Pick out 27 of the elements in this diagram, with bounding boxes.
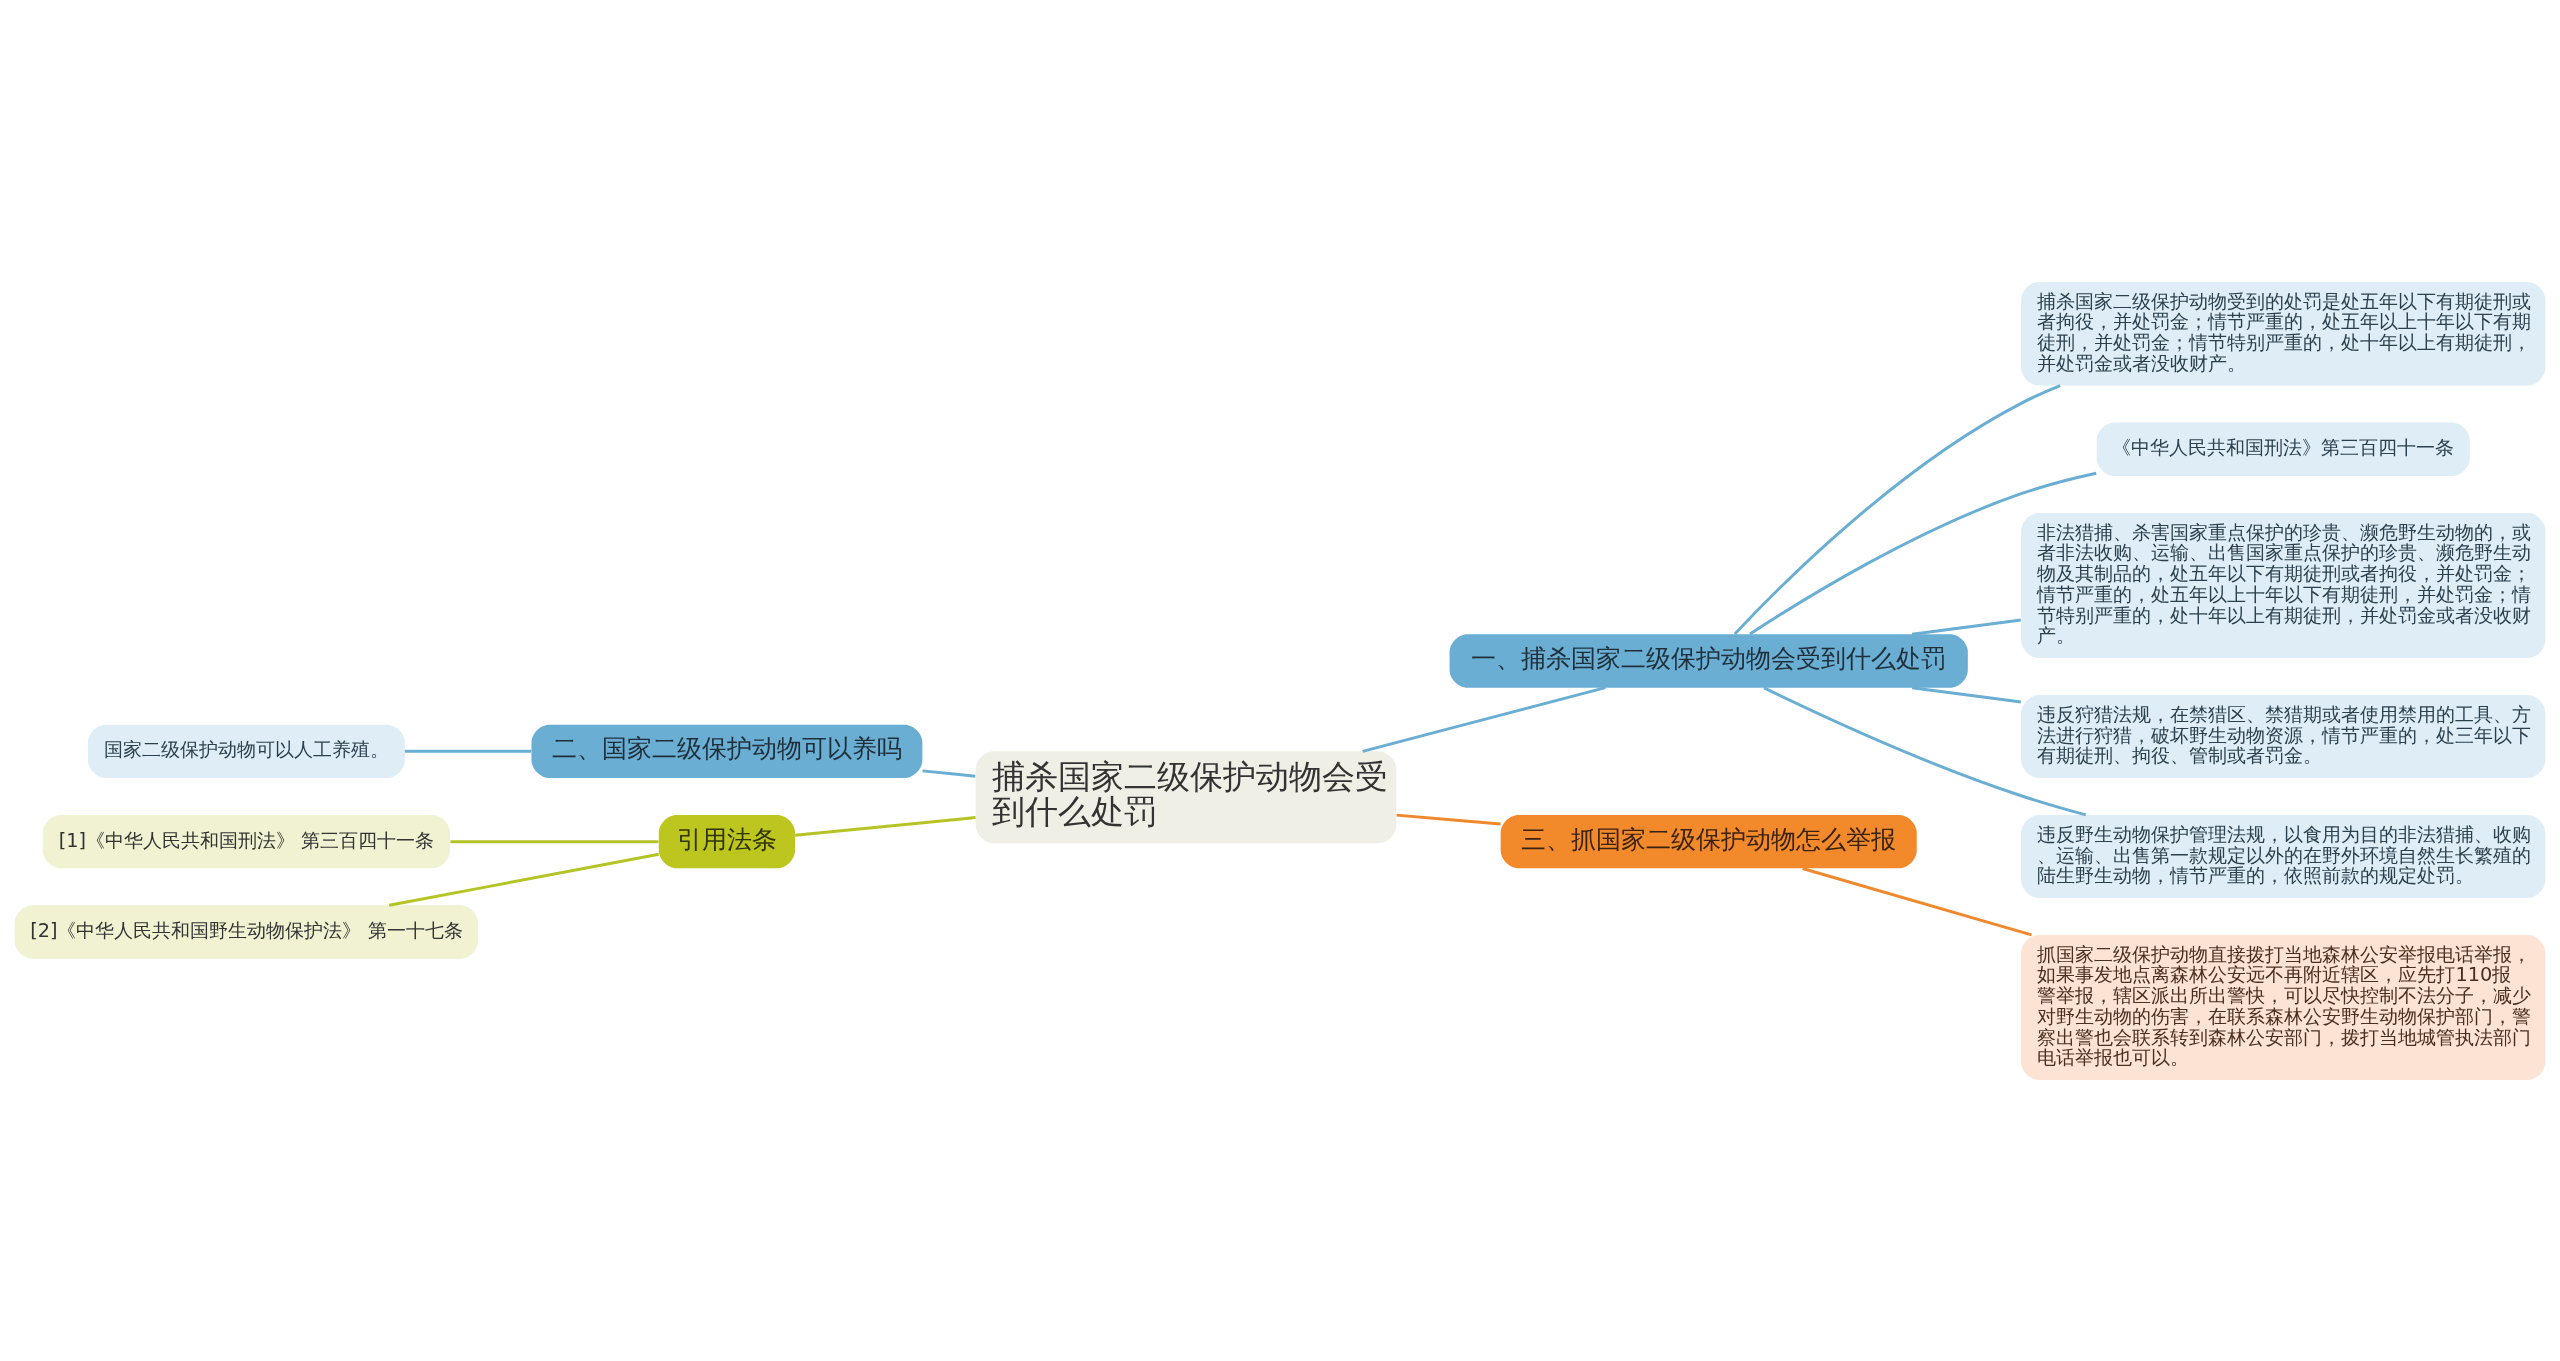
connector bbox=[795, 815, 976, 837]
node-box: [1]《中华人民共和国刑法》 第三百四十一条 bbox=[42, 814, 450, 868]
connector bbox=[1396, 813, 1501, 825]
node-box: 二、国家二级保护动物可以养吗 bbox=[531, 724, 923, 778]
connector bbox=[1733, 383, 2061, 635]
connector bbox=[1911, 685, 2021, 704]
node-box: 一、捕杀国家二级保护动物会受到什么处罚 bbox=[1449, 633, 1968, 688]
connector bbox=[450, 839, 659, 843]
node-box: 三、抓国家二级保护动物怎么举报 bbox=[1500, 814, 1917, 868]
connector bbox=[1911, 618, 2021, 636]
connector bbox=[404, 749, 532, 753]
node-box: 捕杀国家二级保护动物受到的处罚是处五年以下有期徒刑或者拘役，并处罚金；情节严重的，处五年以上十年以下有期徒刑，并处罚金；情节特别严重的，处十年以上有期徒刑，并处罚金或者没收财产。 bbox=[2021, 281, 2546, 386]
node-box: 《中华人民共和国刑法》第三百四十一条 bbox=[2096, 422, 2470, 476]
connector bbox=[1763, 686, 2087, 816]
connector bbox=[1362, 685, 1606, 753]
node-box: 国家二级保护动物可以人工养殖。 bbox=[87, 724, 405, 778]
connector bbox=[922, 768, 976, 778]
node-box: 违反野生动物保护管理法规，以食用为目的非法猎捕、收购、运输、出售第一款规定以外的在野外环境自然生长繁殖的陆生野生动物，情节严重的，依照前款的规定处罚。 bbox=[2021, 814, 2546, 898]
connector bbox=[1749, 471, 2097, 635]
node-box: 捕杀国家二级保护动物会受到什么处罚 bbox=[975, 750, 1397, 843]
connector bbox=[1802, 866, 2032, 936]
node-box: 非法猎捕、杀害国家重点保护的珍贵、濒危野生动物的，或者非法收购、运输、出售国家重点保护的珍贵、濒危野生动物及其制品的，处五年以下有期徒刑或者拘役，并处罚金；情节严重的，处五年以上十年以下有期徒刑，并处罚金；情节特别严重的，处十年以上有期徒刑，并处罚金或者没收财产。 bbox=[2021, 512, 2546, 658]
node-box: 违反狩猎法规，在禁猎区、禁猎期或者使用禁用的工具、方法进行狩猎，破坏野生动物资源，情节严重的，处三年以下有期徒刑、拘役、管制或者罚金。 bbox=[2021, 694, 2546, 778]
node-box: 引用法条 bbox=[658, 814, 796, 868]
node-box: [2]《中华人民共和国野生动物保护法》 第一十七条 bbox=[14, 904, 479, 959]
node-box: 抓国家二级保护动物直接拨打当地森林公安举报电话举报，如果事发地点离森林公安远不再附近辖区，应先打110报警举报，辖区派出所出警快，可以尽快控制不法分子，减少对野生动物的伤害，在联系森林公安野生动物保护部门，警察出警也会联系转到森林公安部门，拨打当地城管执法部门电话举报也可以。 bbox=[2021, 934, 2546, 1080]
connector bbox=[388, 852, 660, 907]
